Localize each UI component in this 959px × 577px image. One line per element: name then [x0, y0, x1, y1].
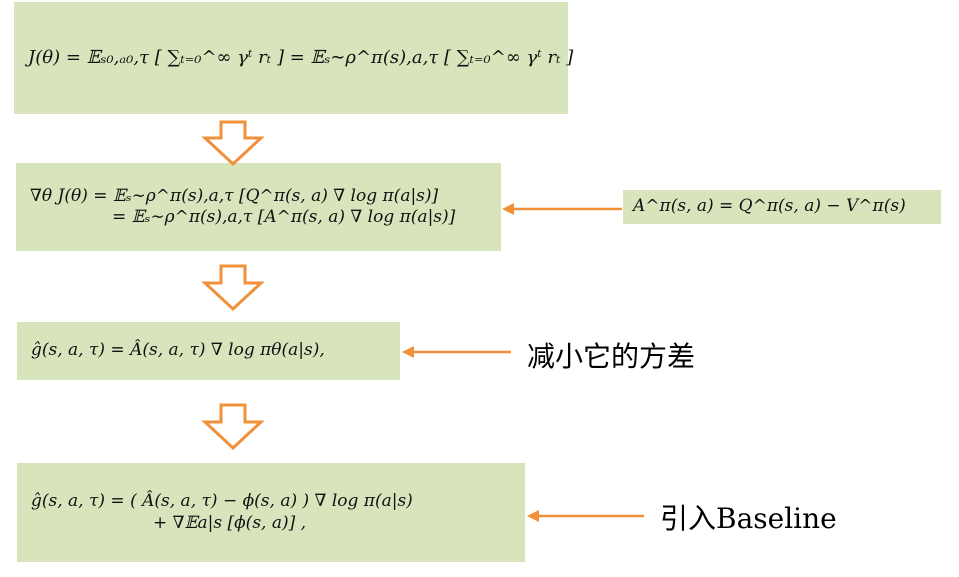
- baseline-estimator-line-2: + ∇𝔼a|s [ϕ(s, a)] ,: [153, 512, 307, 533]
- down-arrow-1: [201, 120, 265, 167]
- objective-formula: J(θ) = 𝔼ₛ₀,ₐ₀,τ [ ∑ₜ₌₀^∞ γᵗ rₜ ] = 𝔼ₛ∼ρ^…: [28, 46, 574, 68]
- advantage-definition-box: A^π(s, a) = Q^π(s, a) − V^π(s): [623, 190, 941, 224]
- left-arrow-advantage-head: [502, 203, 514, 215]
- objective-formula-box: J(θ) = 𝔼ₛ₀,ₐ₀,τ [ ∑ₜ₌₀^∞ γᵗ rₜ ] = 𝔼ₛ∼ρ^…: [14, 2, 574, 114]
- estimator-formula: ĝ(s, a, τ) = Â(s, a, τ) ∇ log πθ(a|s),: [31, 340, 325, 361]
- baseline-estimator-line-1: ĝ(s, a, τ) = ( Â(s, a, τ) − ϕ(s, a) ) ∇ …: [31, 491, 413, 512]
- policy-gradient-line-1: ∇θ J(θ) = 𝔼ₛ∼ρ^π(s),a,τ [Q^π(s, a) ∇ log…: [30, 185, 439, 206]
- baseline-estimator-box: ĝ(s, a, τ) = ( Â(s, a, τ) − ϕ(s, a) ) ∇ …: [17, 463, 525, 562]
- policy-gradient-line-2: = 𝔼ₛ∼ρ^π(s),a,τ [A^π(s, a) ∇ log π(a|s)]: [112, 207, 456, 227]
- down-arrow-3: [201, 403, 265, 451]
- estimator-box: ĝ(s, a, τ) = Â(s, a, τ) ∇ log πθ(a|s),: [17, 322, 400, 380]
- reduce-variance-label: 减小它的方差: [527, 340, 696, 373]
- left-arrow-baseline-head: [527, 510, 539, 522]
- down-arrow-2: [201, 264, 265, 312]
- left-arrow-variance-head: [402, 346, 414, 358]
- policy-gradient-box: ∇θ J(θ) = 𝔼ₛ∼ρ^π(s),a,τ [Q^π(s, a) ∇ log…: [16, 163, 501, 251]
- advantage-definition: A^π(s, a) = Q^π(s, a) − V^π(s): [633, 196, 906, 217]
- introduce-baseline-label: 引入Baseline: [660, 502, 837, 535]
